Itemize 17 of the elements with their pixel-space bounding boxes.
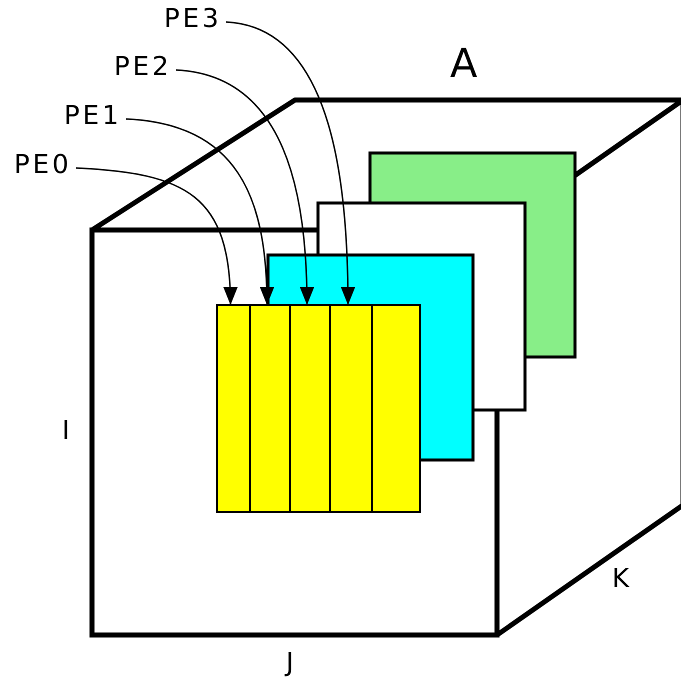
slab-column	[371, 304, 421, 513]
processor-label: PE0	[14, 152, 72, 178]
slab-column	[329, 304, 373, 513]
axis-name: A	[450, 44, 478, 84]
slab-column	[216, 304, 251, 513]
leader-arrow	[176, 69, 314, 306]
leader-arrow	[226, 21, 355, 305]
axis-name: I	[62, 418, 70, 444]
processor-label: PE3	[164, 6, 222, 32]
axis-name: K	[612, 566, 630, 592]
slab-column	[249, 304, 291, 513]
processor-label: PE2	[114, 54, 172, 80]
processor-label: PE1	[64, 103, 122, 129]
axis-name: J	[286, 650, 294, 676]
leader-arrow	[126, 118, 274, 306]
leader-arrow	[76, 167, 238, 306]
slab-column	[289, 304, 331, 513]
